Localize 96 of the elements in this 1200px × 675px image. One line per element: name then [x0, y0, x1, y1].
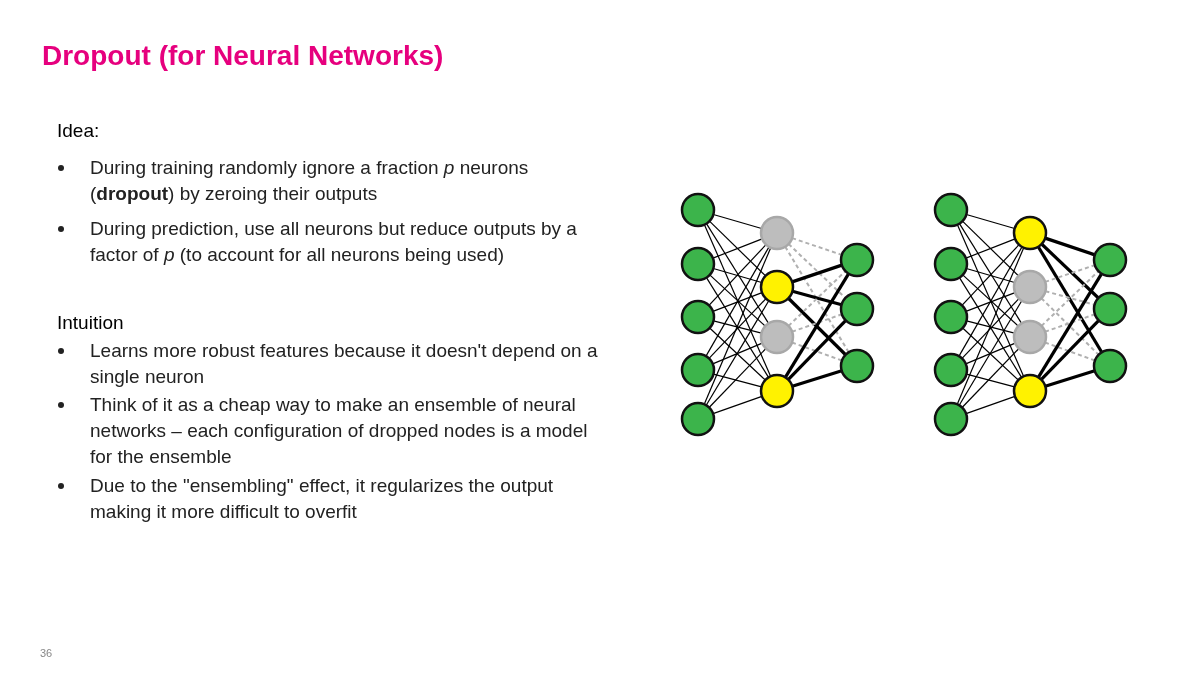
connection-line [708, 220, 767, 277]
connection-line [712, 342, 763, 365]
connection-line [705, 300, 770, 406]
dropped-neuron [759, 215, 795, 251]
connection-line [705, 223, 770, 324]
connection-line [708, 298, 767, 359]
connection-line [958, 246, 1023, 357]
dropped-connection [791, 313, 843, 333]
connection-line [962, 274, 1019, 327]
neuron-circle [680, 352, 716, 388]
connection-line [712, 238, 763, 259]
neuron-circle [1012, 215, 1048, 251]
neuron-circle [680, 192, 716, 228]
bullet-text: During training randomly ignore a fraction p neurons (dropout) by zeroing their outputs [90, 156, 530, 206]
connection-line [708, 244, 767, 306]
connection-line [1044, 236, 1096, 257]
neuron-circle [680, 401, 716, 437]
connection-line [961, 347, 1020, 409]
connection-line [791, 369, 843, 388]
neuron-circle [1092, 348, 1128, 384]
connection-line [965, 267, 1016, 284]
dropped-neuron [1012, 269, 1048, 305]
connection-line [709, 327, 766, 381]
connection-line [709, 274, 766, 327]
bullet-text: During prediction, use all neurons but reduce outputs by a factor of p (to account for all neurons being used) [90, 217, 578, 267]
neuron-circle [839, 291, 875, 327]
connection-line [965, 213, 1016, 230]
connection-line [965, 238, 1016, 259]
neuron-circle [933, 401, 969, 437]
connection-line [712, 267, 763, 284]
bullet-text: Learns more robust features because it doesn't depend on a single neuron [90, 339, 599, 389]
connection-line [1044, 369, 1096, 388]
dropped-connection [791, 341, 843, 362]
connection-line [961, 244, 1020, 306]
connection-line [703, 224, 772, 377]
neuron-circle [933, 246, 969, 282]
connection-line [792, 289, 842, 307]
connection-line [962, 327, 1019, 381]
connection-line [791, 263, 843, 284]
page-number: 36 [40, 647, 53, 659]
connection-line [712, 373, 763, 388]
dropped-connection [1044, 313, 1096, 333]
neuron-circle [759, 269, 795, 305]
neuron-circle [1092, 242, 1128, 278]
connection-line [965, 320, 1016, 334]
dropped-connection [1044, 341, 1096, 362]
dropped-neuron [1012, 319, 1048, 355]
neuron-circle [839, 348, 875, 384]
connection-line [1036, 245, 1104, 354]
connection-line [965, 292, 1016, 312]
connection-line [958, 300, 1023, 406]
connection-line [703, 247, 772, 405]
dropped-connection [1044, 264, 1096, 283]
connection-line [787, 319, 847, 381]
connection-line [787, 297, 847, 356]
connection-line [961, 298, 1020, 359]
connection-line [958, 277, 1023, 378]
connection-line [965, 342, 1016, 365]
connection-line [1040, 319, 1100, 381]
section-heading: Idea: [57, 120, 100, 142]
dropped-neuron [759, 319, 795, 355]
connection-line [705, 277, 770, 378]
connection-line [712, 213, 763, 230]
neuron-circle [1012, 373, 1048, 409]
connection-line [705, 246, 770, 357]
section-heading: Intuition [57, 312, 124, 334]
connection-line [956, 247, 1025, 405]
connection-line [956, 224, 1025, 377]
connection-line [1040, 242, 1100, 300]
dropped-connection [1040, 297, 1100, 356]
connection-line [783, 272, 851, 379]
connection-line [1036, 272, 1104, 379]
dropped-connection [784, 245, 850, 354]
dropped-connection [1044, 290, 1096, 306]
neuron-circle [839, 242, 875, 278]
neuron-circle [933, 352, 969, 388]
dropped-connection [791, 237, 843, 256]
connection-line [712, 320, 763, 334]
slide-title: Dropout (for Neural Networks) [42, 40, 444, 72]
neuron-circle [933, 299, 969, 335]
connection-line [961, 220, 1020, 277]
connection-line [965, 373, 1016, 388]
neuron-circle [680, 299, 716, 335]
neuron-circle [933, 192, 969, 228]
connection-line [708, 347, 767, 409]
bullet-text: Think of it as a cheap way to make an ensemble of neural networks – each configuration of dropped nodes is a model for the ensemble [90, 393, 589, 469]
connection-line [712, 292, 763, 312]
bullet-text: Due to the "ensembling" effect, it regularizes the output making it more difficult to overfit [90, 474, 555, 524]
neuron-circle [1092, 291, 1128, 327]
connection-line [965, 395, 1016, 415]
connection-line [958, 223, 1023, 324]
connection-line [712, 395, 763, 415]
dropped-connection [787, 270, 847, 327]
dropped-connection [1040, 270, 1100, 327]
neuron-circle [680, 246, 716, 282]
neuron-circle [759, 373, 795, 409]
